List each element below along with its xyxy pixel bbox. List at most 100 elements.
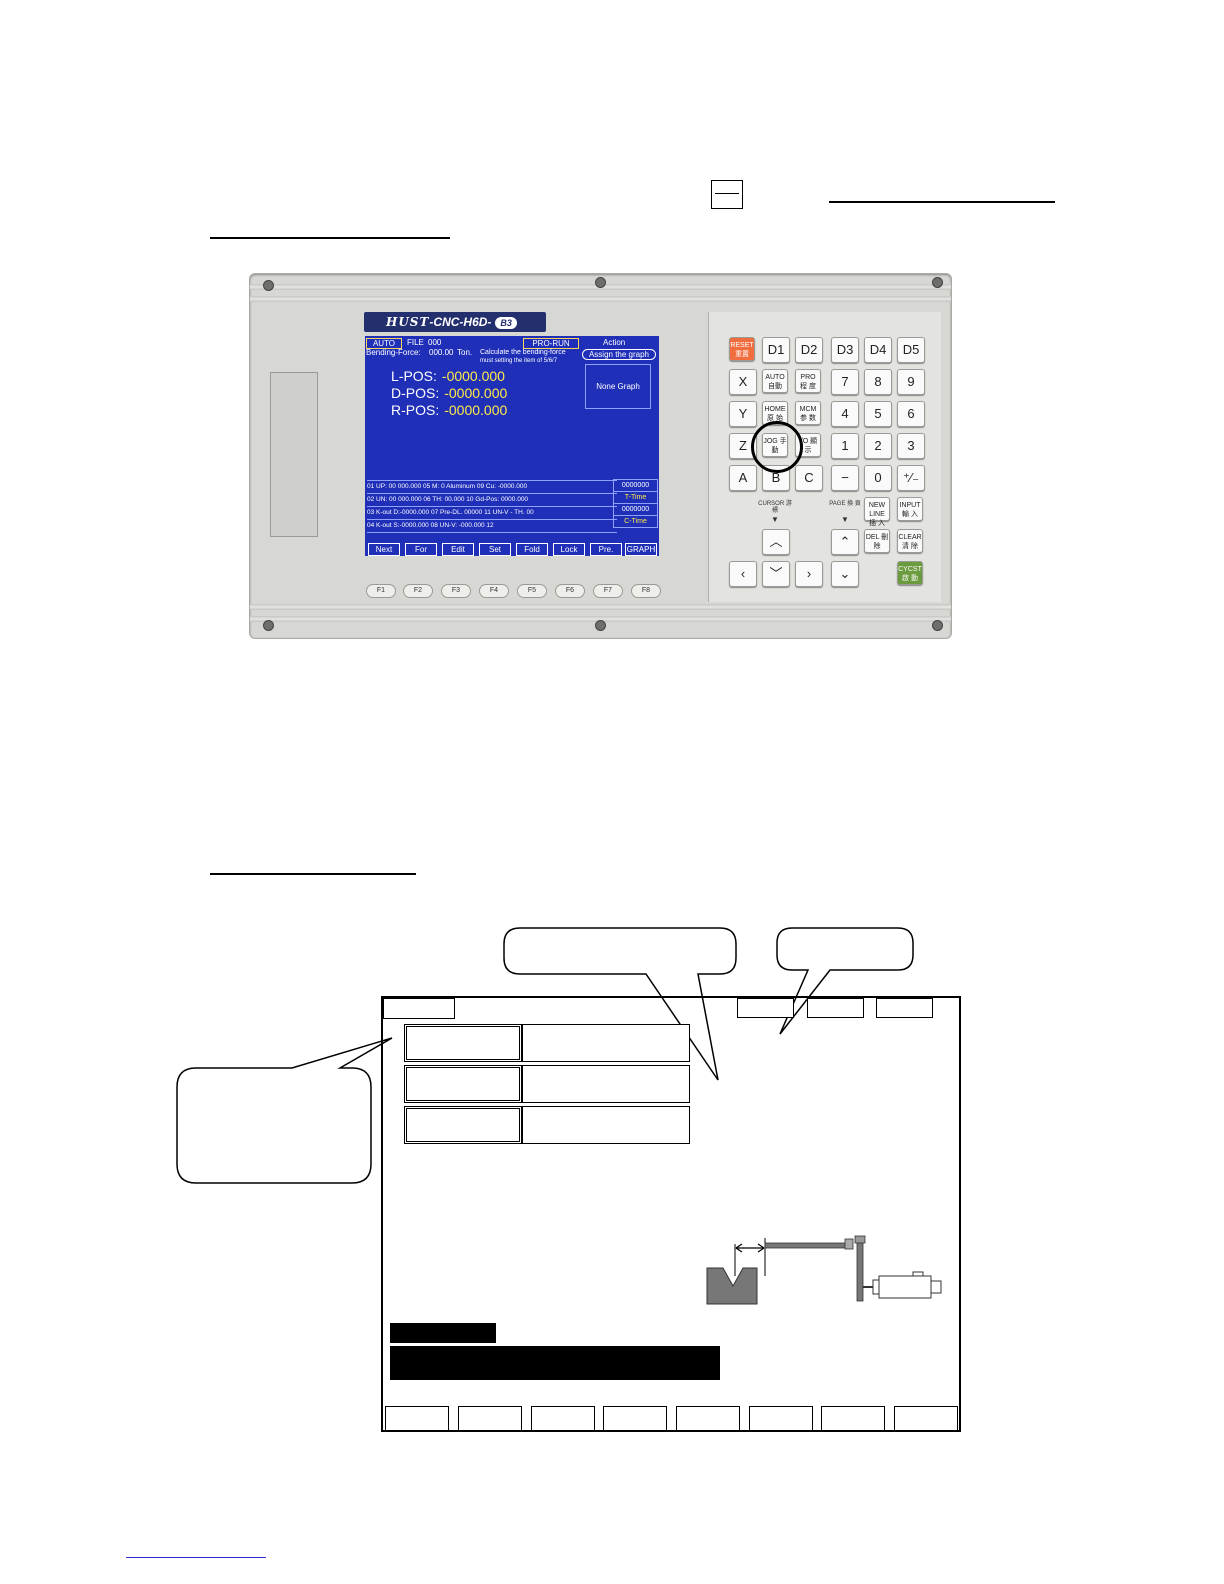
softkey-slot-3[interactable]	[531, 1406, 595, 1431]
assign-graph-button[interactable]: Assign the graph	[582, 349, 656, 360]
message-label-bar	[390, 1323, 496, 1343]
cursor-down-marker-icon: ▼	[771, 515, 779, 524]
d2-key[interactable]: D2	[795, 337, 823, 363]
f6-button[interactable]: F6	[555, 584, 585, 598]
input-key[interactable]: INPUT 輸 入	[897, 497, 923, 521]
f2-button[interactable]: F2	[403, 584, 433, 598]
cnc-controller-photo: HUST-CNC-H6D-B3 AUTO FILE 000 PRO-RUN Ac…	[249, 273, 952, 639]
file-label: FILE	[407, 338, 424, 347]
screw-icon	[932, 277, 943, 288]
softkey-slot-2[interactable]	[458, 1406, 522, 1431]
page-up-key[interactable]: ⌃	[831, 529, 859, 555]
bending-force-value: 000.00	[429, 348, 454, 357]
softkey-slot-4[interactable]	[603, 1406, 667, 1431]
softkey-slot-1[interactable]	[385, 1406, 449, 1431]
lcd-screen: AUTO FILE 000 PRO-RUN Action Bending-For…	[365, 336, 659, 556]
clear-key[interactable]: CLEAR 清 除	[897, 529, 923, 553]
chevron-down-icon: ﹀	[769, 566, 783, 581]
l-pos-value: -0000.000	[441, 368, 505, 384]
key-3[interactable]: 3	[897, 433, 925, 459]
bending-force-unit: Ton.	[457, 348, 473, 357]
calc-note-line2: must setting the item of 5/6/7	[480, 358, 558, 364]
screw-icon	[263, 280, 274, 291]
cursor-left-key[interactable]: ‹	[729, 561, 757, 587]
page-down-key[interactable]: ⌄	[831, 561, 859, 587]
key-1[interactable]: 1	[831, 433, 859, 459]
softkey-bar: Next For Edit Set Fold Lock Pre. GRAPH	[368, 543, 658, 556]
softkey-lock[interactable]: Lock	[553, 543, 585, 556]
bending-force-label: Bending-Force:	[366, 348, 421, 357]
softkey-slot-7[interactable]	[821, 1406, 885, 1431]
softkey-fold[interactable]: Fold	[516, 543, 548, 556]
softkey-set[interactable]: Set	[479, 543, 511, 556]
graph-preview: None Graph	[585, 364, 651, 409]
screw-icon	[932, 620, 943, 631]
screen-layout-frame	[381, 996, 961, 1432]
auto-key[interactable]: AUTO 自動	[762, 369, 788, 393]
f8-button[interactable]: F8	[631, 584, 661, 598]
page-down-marker-icon: ▼	[841, 515, 849, 524]
f7-button[interactable]: F7	[593, 584, 623, 598]
y-key[interactable]: Y	[729, 401, 757, 427]
pro-key[interactable]: PRO 程 度	[795, 369, 821, 393]
status-box-3	[876, 998, 933, 1018]
sign-key[interactable]: ⁺⁄₋	[897, 465, 925, 491]
softkey-pre[interactable]: Pre.	[590, 543, 622, 556]
c-time-label: C-Time	[614, 515, 657, 527]
mcm-key[interactable]: MCM 参 数	[795, 401, 821, 425]
cursor-down-key[interactable]: ﹀	[762, 561, 790, 587]
backgauge-arm	[856, 1240, 864, 1302]
position-value-box-2	[522, 1065, 690, 1103]
f5-button[interactable]: F5	[517, 584, 547, 598]
run-mode-indicator: PRO-RUN	[523, 338, 579, 349]
new-line-key[interactable]: NEW LINE 插 入	[864, 497, 890, 527]
key-9[interactable]: 9	[897, 369, 925, 395]
reset-key[interactable]: RESET 重置	[729, 337, 755, 361]
key-2[interactable]: 2	[864, 433, 892, 459]
d1-key[interactable]: D1	[762, 337, 790, 363]
d3-key[interactable]: D3	[831, 337, 859, 363]
f3-button[interactable]: F3	[441, 584, 471, 598]
d5-key[interactable]: D5	[897, 337, 925, 363]
key-4[interactable]: 4	[831, 401, 859, 427]
cycle-start-key[interactable]: CYCST 啟 動	[897, 561, 923, 585]
x-key[interactable]: X	[729, 369, 757, 395]
softkey-slot-8[interactable]	[894, 1406, 958, 1431]
softkey-for[interactable]: For	[405, 543, 437, 556]
f4-button[interactable]: F4	[479, 584, 509, 598]
cursor-up-key[interactable]: ︿	[762, 529, 790, 555]
disk-slot	[270, 372, 318, 537]
callout-balloon-left	[176, 1037, 393, 1184]
key-8[interactable]: 8	[864, 369, 892, 395]
softkey-next[interactable]: Next	[368, 543, 400, 556]
r-pos-value: -0000.000	[444, 402, 508, 418]
c-time-counter: 0000000 C-Time	[613, 503, 658, 528]
softkey-edit[interactable]: Edit	[442, 543, 474, 556]
softkey-graph[interactable]: GRAPH	[625, 543, 657, 556]
minus-key[interactable]: −	[831, 465, 859, 491]
d-pos-readout: D-POS:-0000.000	[391, 385, 507, 401]
r-pos-readout: R-POS:-0000.000	[391, 402, 507, 418]
softkey-slot-6[interactable]	[749, 1406, 813, 1431]
del-key[interactable]: DEL 刪 除	[864, 529, 890, 553]
callout-balloon-right	[776, 927, 914, 1035]
position-value-box-3	[522, 1106, 690, 1144]
position-value-box-1	[522, 1024, 690, 1062]
chevron-right-icon: ›	[806, 566, 812, 581]
small-square-box	[711, 180, 743, 209]
brand-badge: B3	[495, 317, 517, 329]
key-7[interactable]: 7	[831, 369, 859, 395]
cursor-label: CURSOR 游 標	[758, 501, 792, 514]
message-text-bar	[390, 1346, 720, 1380]
cursor-right-key[interactable]: ›	[795, 561, 823, 587]
d4-key[interactable]: D4	[864, 337, 892, 363]
softkey-slot-5[interactable]	[676, 1406, 740, 1431]
f1-button[interactable]: F1	[366, 584, 396, 598]
key-6[interactable]: 6	[897, 401, 925, 427]
a-key[interactable]: A	[729, 465, 757, 491]
screw-icon	[263, 620, 274, 631]
position-label-box-2	[404, 1065, 522, 1103]
c-key[interactable]: C	[795, 465, 823, 491]
key-5[interactable]: 5	[864, 401, 892, 427]
key-0[interactable]: 0	[864, 465, 892, 491]
